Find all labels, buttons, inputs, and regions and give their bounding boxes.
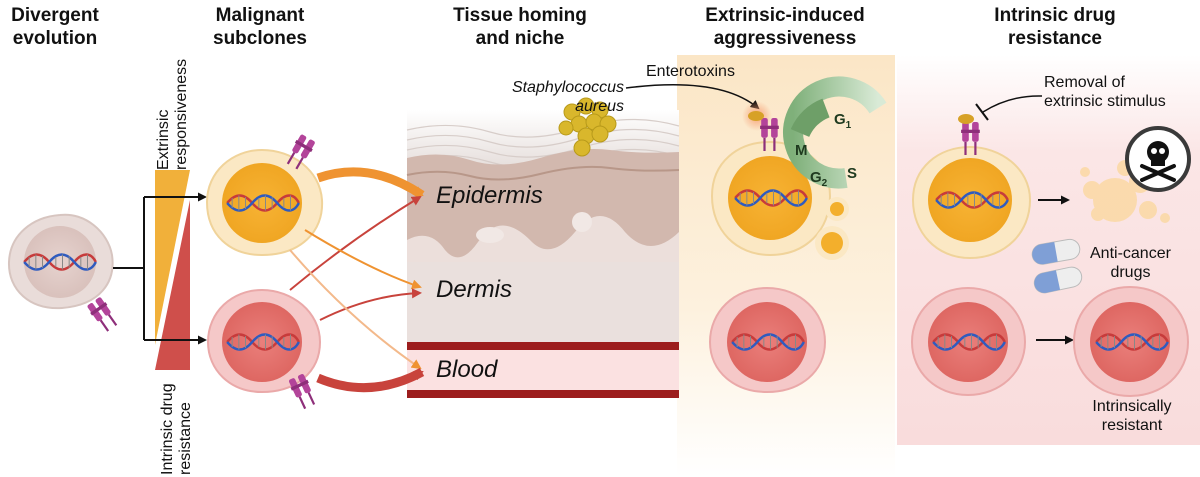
heading-malignant-subclones: Malignant subclones: [200, 4, 320, 50]
heading-line: Extrinsic-induced: [705, 5, 865, 26]
intrinsic-orange-cell: [911, 114, 1032, 260]
cell-cycle-g1: G1: [834, 111, 852, 131]
orange-subclone: [205, 133, 324, 257]
label-line: Anti-cancer: [1090, 245, 1171, 262]
label-line: drugs: [1110, 264, 1151, 281]
inhibit-bar: [975, 103, 989, 121]
heading-line: Malignant: [215, 5, 305, 26]
label-line: extrinsic stimulus: [1044, 93, 1166, 110]
resistant-red-cell: [1072, 285, 1190, 398]
heading-line: and niche: [475, 28, 565, 49]
epidermis-label: Epidermis: [436, 182, 543, 209]
red-subclone: [206, 288, 322, 411]
staphylococcus-cluster: [558, 97, 617, 157]
label-line: Intrinsically: [1092, 398, 1172, 415]
heading-line: Intrinsic drug: [994, 5, 1116, 26]
extrinsic-red-cell: [708, 286, 827, 394]
intrinsic-gradient-bar: [155, 200, 190, 370]
drugs-label: Anti-cancer drugs: [1090, 244, 1171, 282]
heading-line: resistance: [1007, 28, 1102, 49]
intrinsic-red-cell: [910, 286, 1027, 397]
ancestral-cell: [7, 213, 120, 334]
removal-inhibit-line: [982, 95, 1043, 113]
heading-extrinsic-aggressiveness: Extrinsic-induced aggressiveness: [690, 4, 880, 50]
homing-arrows: [289, 167, 425, 393]
dermis-label: Dermis: [436, 276, 512, 303]
heading-divergent-evolution: Divergent evolution: [0, 4, 110, 50]
label-line: resistant: [1101, 417, 1163, 434]
cell-cycle-s: S: [847, 165, 857, 182]
cell-cycle-ring: [783, 76, 887, 189]
enterotoxin-arrow: [625, 84, 760, 110]
heading-line: Tissue homing: [453, 5, 587, 26]
removal-label: Removal of extrinsic stimulus: [1044, 73, 1166, 111]
extrinsic-gradient-bar: [155, 170, 190, 345]
cell-cycle-g2: G2: [810, 169, 828, 189]
blood-label: Blood: [436, 356, 498, 383]
heading-intrinsic-resistance: Intrinsic drug resistance: [970, 4, 1140, 50]
heading-line: Divergent: [11, 5, 99, 26]
resistant-label: Intrinsically resistant: [1080, 397, 1184, 435]
label-line: Staphylococcus: [511, 79, 624, 96]
daughter-cells: [815, 197, 849, 260]
heading-line: evolution: [12, 28, 98, 49]
heading-line: aggressiveness: [713, 28, 857, 49]
split-lines: [113, 192, 207, 345]
skull-icon: [1125, 126, 1191, 192]
capsule-icon: [1031, 238, 1083, 294]
skin-tissue: [406, 110, 680, 398]
heading-line: subclones: [213, 28, 307, 49]
extrinsic-gradient-label: Extrinsic responsiveness: [155, 59, 190, 170]
intrinsic-gradient-label: Intrinsic drug resistance: [159, 379, 194, 475]
label-line: aureus: [575, 98, 624, 115]
heading-tissue-homing: Tissue homing and niche: [440, 4, 600, 50]
cell-cycle-m: M: [795, 142, 808, 159]
enterotoxins-label: Enterotoxins: [646, 63, 735, 80]
label-line: Removal of: [1044, 74, 1125, 91]
staphylococcus-label: Staphylococcus aureus: [500, 78, 624, 116]
